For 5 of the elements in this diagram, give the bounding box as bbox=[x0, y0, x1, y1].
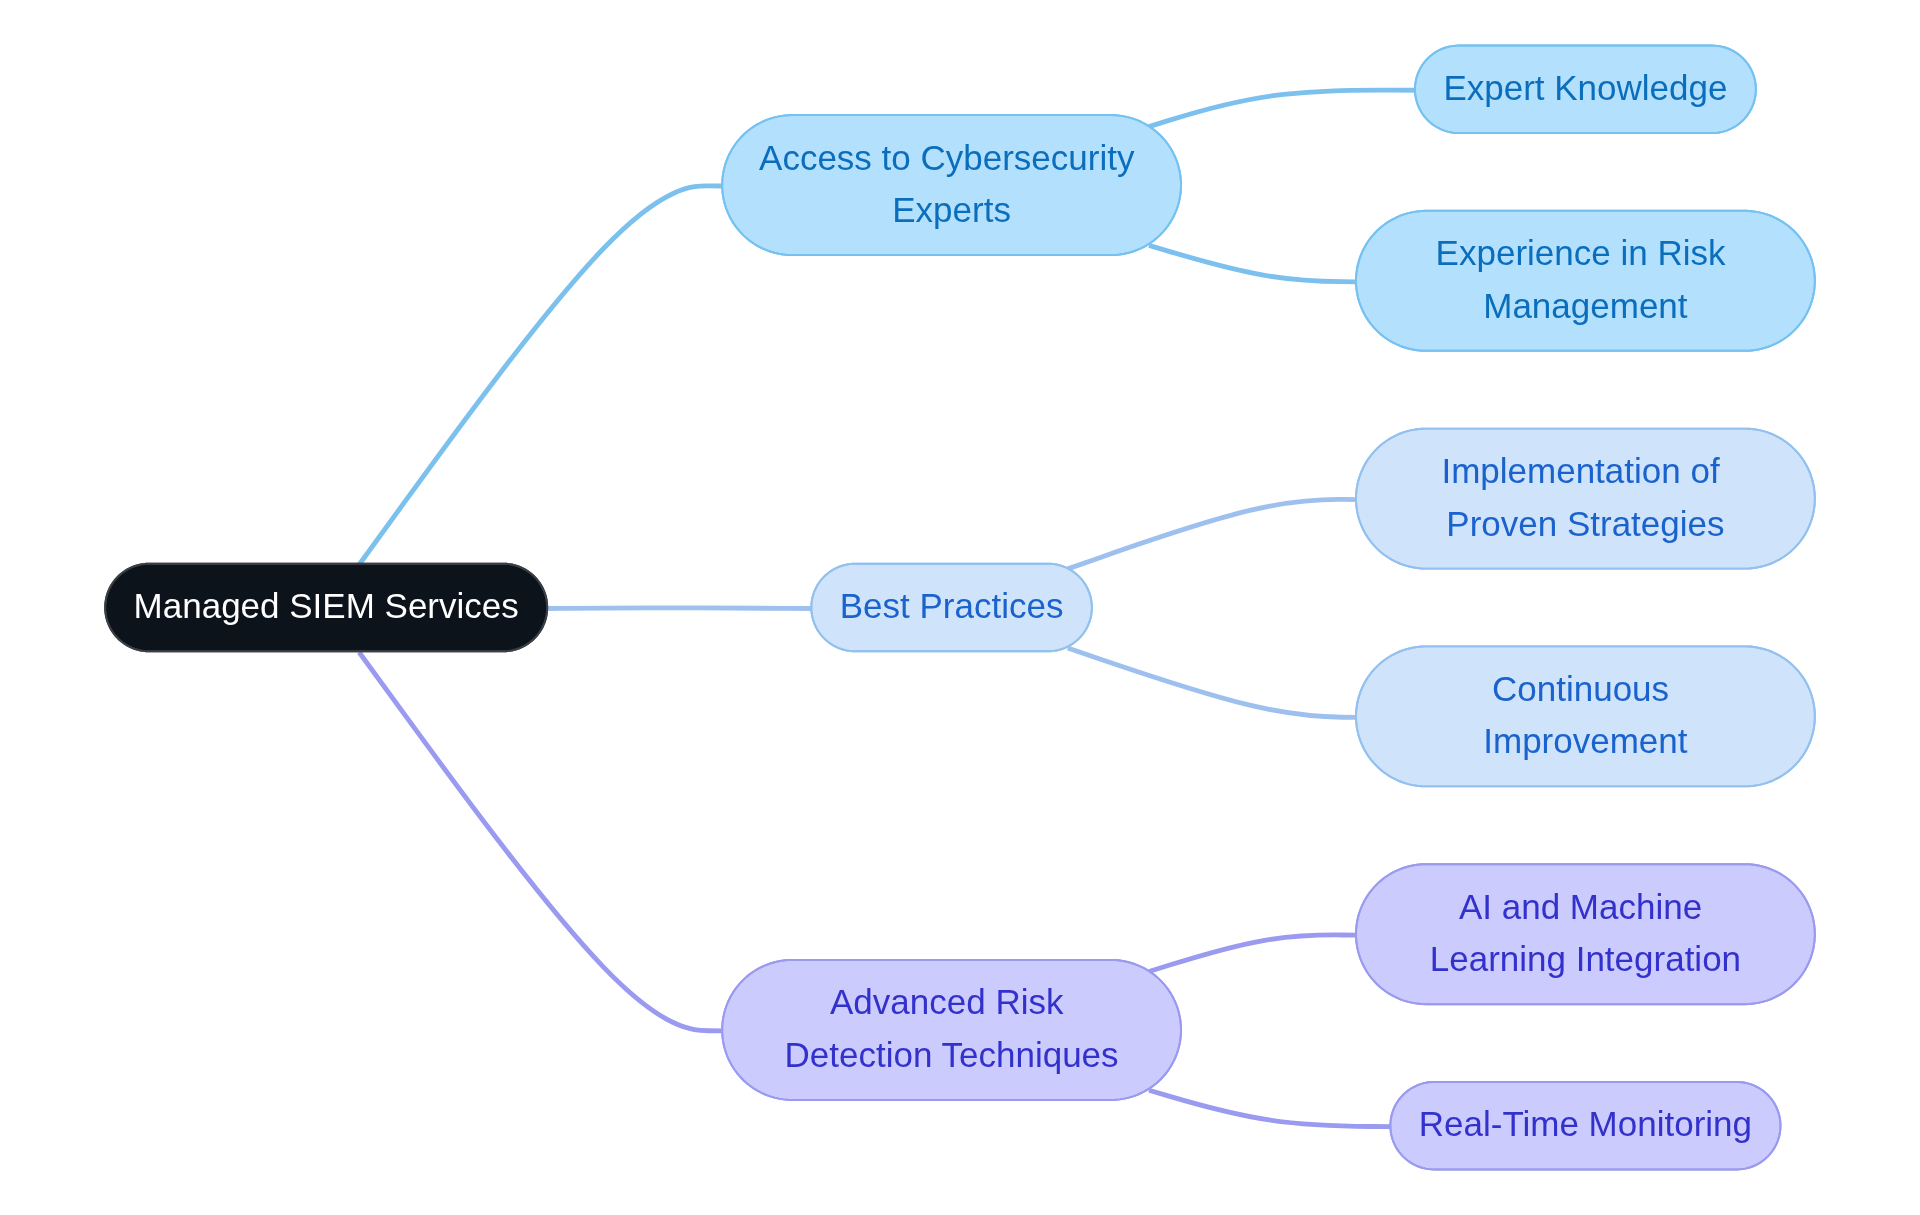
connector bbox=[1066, 496, 1357, 572]
connector bbox=[1148, 932, 1357, 974]
connector bbox=[1148, 243, 1357, 285]
connector bbox=[1066, 645, 1357, 720]
connector bbox=[1148, 87, 1416, 129]
